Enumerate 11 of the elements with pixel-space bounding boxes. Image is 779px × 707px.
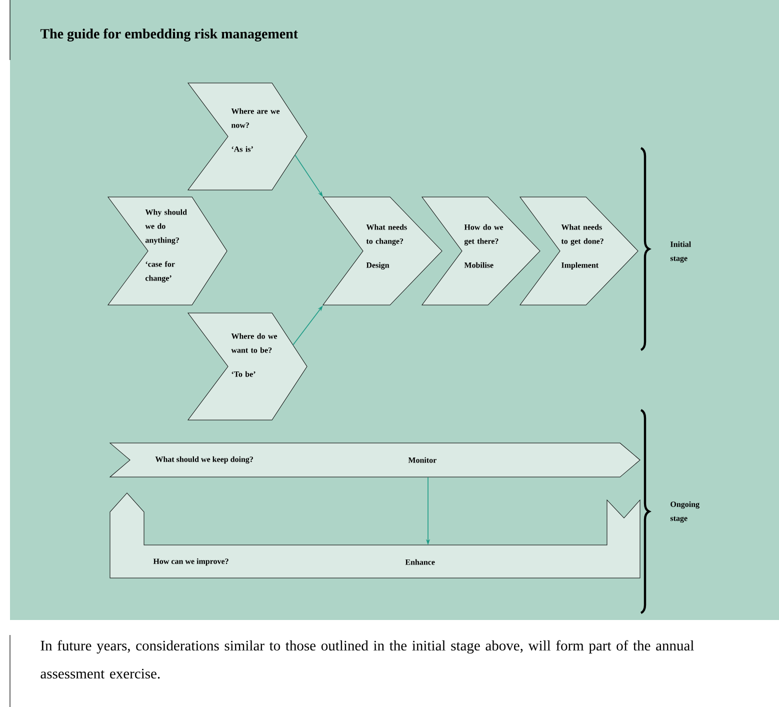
stage-label: Initial stage: [670, 241, 691, 263]
stage-label: Ongoing stage: [670, 501, 700, 523]
chevron-box: Where do we want to be? ‘To be’: [188, 312, 308, 420]
chevron-box: What needs to change? Design: [322, 196, 442, 306]
caption: In future years, considerations similar to those outlined in the initial stage above, will form part of the annual assessment exercise.: [40, 640, 694, 679]
banner-box: What should we keep doing? Monitor: [110, 442, 640, 478]
title: The guide for embedding risk management: [40, 28, 298, 42]
chevron-box: Why should we do anything? ‘case for change’: [108, 196, 228, 306]
chevron-box: What needs to get done? Implement: [520, 196, 638, 306]
chevron-box: Where are we now? ‘As is’: [188, 82, 308, 190]
chevron-box: How do we get there? Mobilise: [422, 196, 540, 306]
